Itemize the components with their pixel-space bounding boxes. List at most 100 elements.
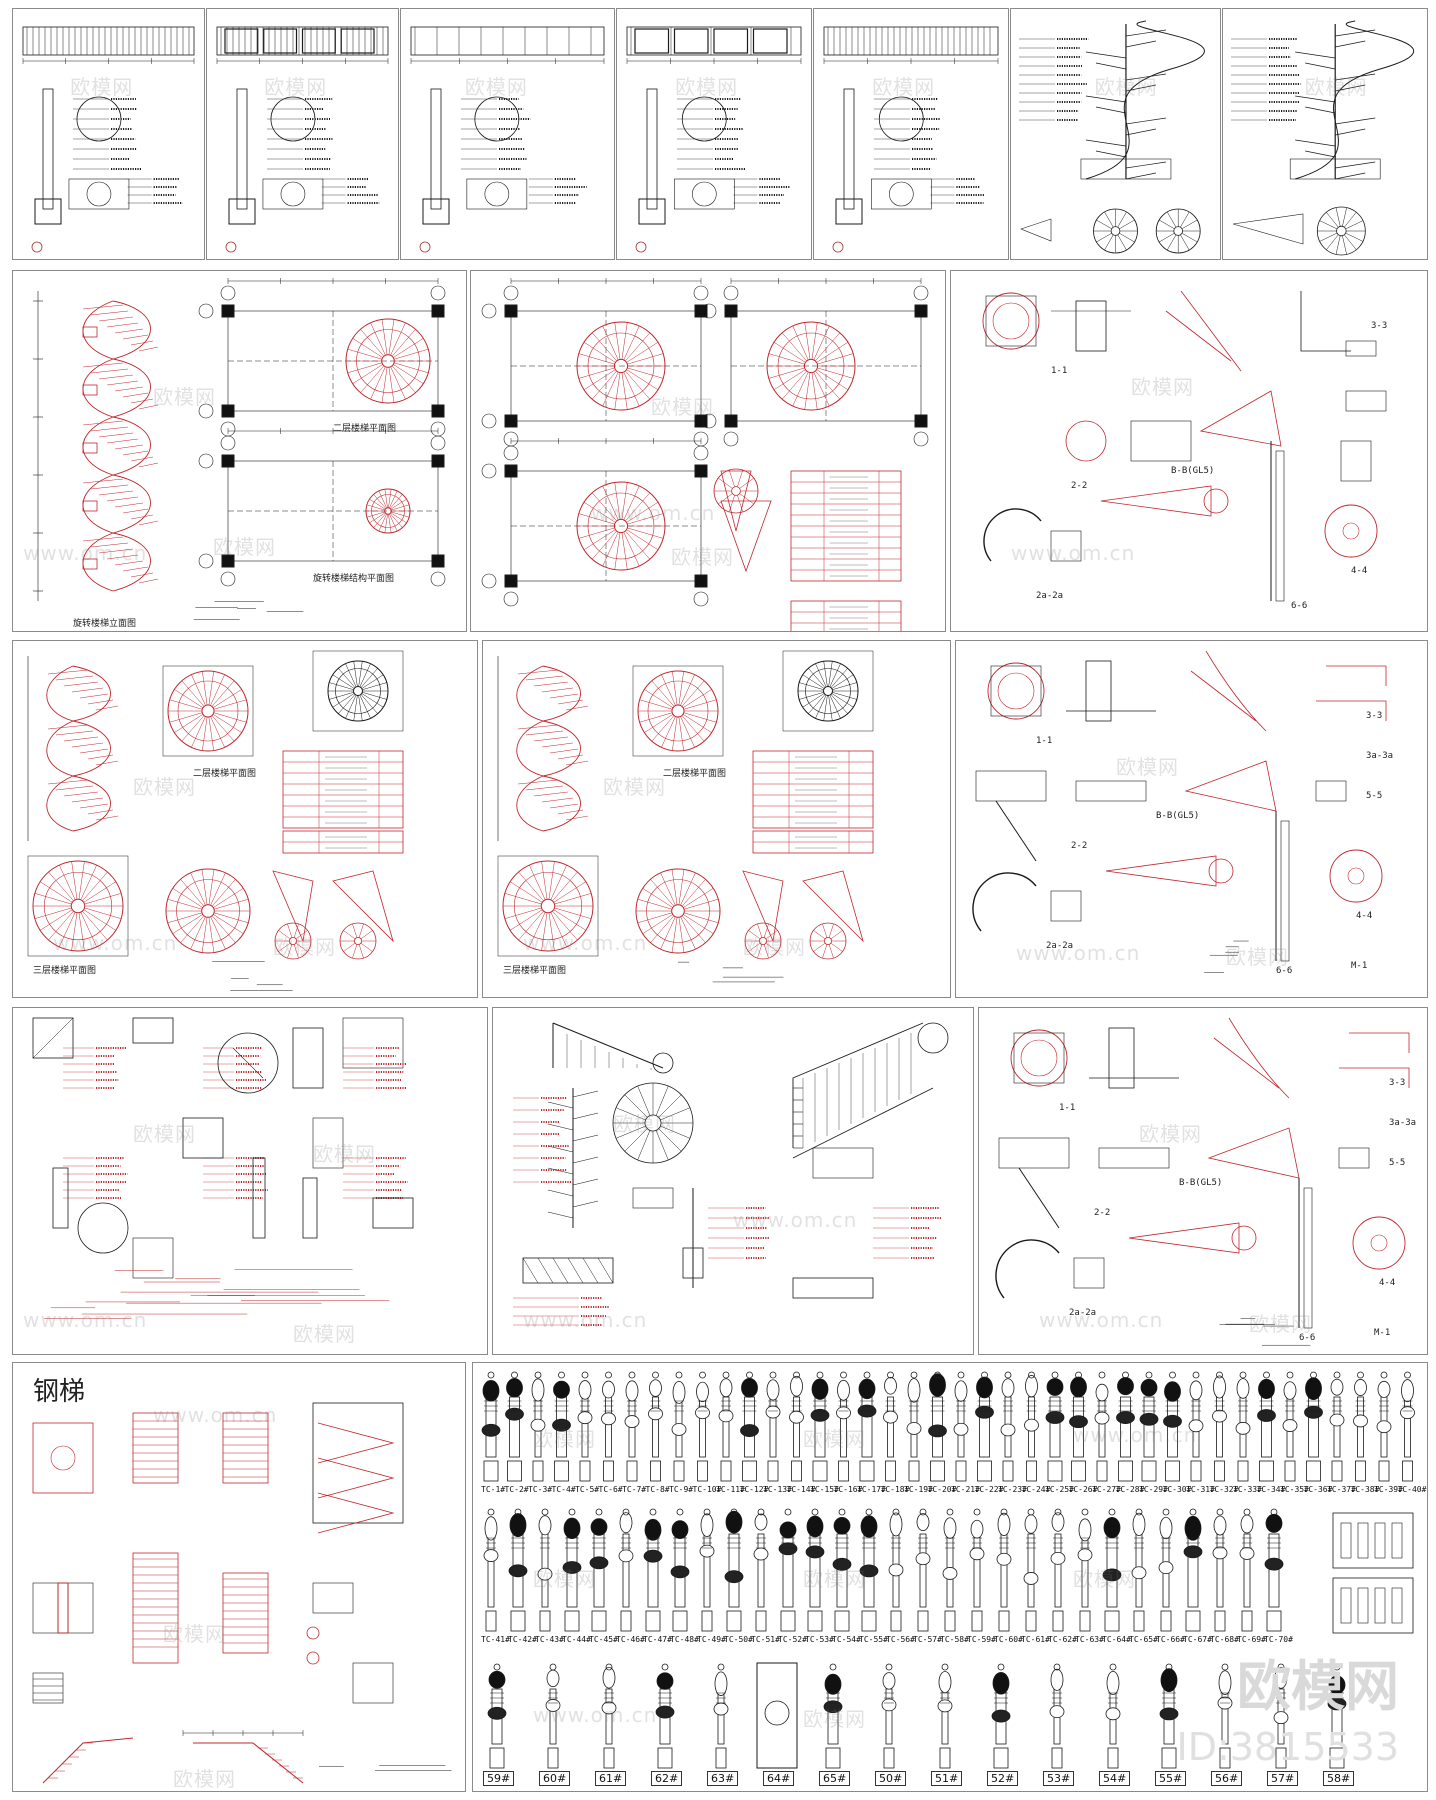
baluster-label: TC-69# bbox=[1237, 1635, 1266, 1644]
baluster-number: 55# bbox=[1155, 1771, 1187, 1786]
cad-drawing bbox=[32, 1402, 452, 1784]
baluster-label: TC-36# bbox=[1303, 1485, 1333, 1494]
baluster-label: TC-41# bbox=[481, 1635, 510, 1644]
drawing-label: 2-2 bbox=[1071, 481, 1088, 491]
baluster-label: TC-64# bbox=[1102, 1635, 1131, 1644]
baluster-label: TC-22# bbox=[974, 1485, 1004, 1494]
baluster-label: TC-34# bbox=[1256, 1485, 1286, 1494]
drawing-label: B-B(GL5) bbox=[1179, 1178, 1223, 1188]
drawing-label: 旋转楼梯结构平面图 bbox=[313, 574, 395, 584]
baluster-label: TC-3# bbox=[528, 1485, 553, 1494]
drawing-label: 二层楼梯平面图 bbox=[333, 424, 397, 434]
baluster-label: TC-6# bbox=[598, 1485, 623, 1494]
baluster-label: TC-56# bbox=[886, 1635, 915, 1644]
cad-drawing bbox=[497, 650, 874, 983]
baluster-number: 60# bbox=[539, 1771, 571, 1786]
cad-drawing bbox=[410, 26, 605, 253]
drawing-label: 旋转楼梯立面图 bbox=[73, 619, 137, 629]
drawing-label: 6-6 bbox=[1291, 601, 1308, 611]
baluster-label: TC-29# bbox=[1139, 1485, 1168, 1494]
baluster-number: 59# bbox=[483, 1771, 515, 1786]
baluster-label: TC-55# bbox=[859, 1635, 888, 1644]
baluster-label: TC-59# bbox=[967, 1635, 996, 1644]
baluster-label: TC-62# bbox=[1048, 1635, 1077, 1644]
baluster-label: TC-67# bbox=[1183, 1635, 1212, 1644]
baluster-label: TC-38# bbox=[1350, 1485, 1380, 1494]
baluster-label: TC-9# bbox=[669, 1485, 694, 1494]
baluster-label: TC-1# bbox=[481, 1485, 506, 1494]
baluster-label: TC-11# bbox=[716, 1485, 745, 1494]
baluster-label: TC-31# bbox=[1186, 1485, 1215, 1494]
baluster-label: TC-44# bbox=[562, 1635, 591, 1644]
drawing-label: M-1 bbox=[1351, 961, 1368, 971]
baluster-label: TC-66# bbox=[1156, 1635, 1185, 1644]
cad-drawing bbox=[27, 650, 404, 991]
cad-drawing bbox=[1231, 20, 1414, 256]
cad-drawing bbox=[982, 290, 1387, 602]
baluster-label: TC-32# bbox=[1209, 1485, 1239, 1494]
drawing-label: B-B(GL5) bbox=[1156, 811, 1200, 821]
sheet-balusters[interactable]: 欧模网 ID:3815533 TC-1#TC-2#TC-3#TC-4#TC-5#… bbox=[472, 1362, 1428, 1792]
baluster-label: TC-51# bbox=[751, 1635, 780, 1644]
baluster-label: TC-14# bbox=[786, 1485, 816, 1494]
baluster-label: TC-63# bbox=[1075, 1635, 1104, 1644]
baluster-label: TC-20# bbox=[927, 1485, 957, 1494]
baluster-number: 50# bbox=[875, 1771, 907, 1786]
baluster-label: TC-8# bbox=[645, 1485, 670, 1494]
drawing-label: 3-3 bbox=[1389, 1078, 1406, 1088]
baluster-label: TC-12# bbox=[739, 1485, 769, 1494]
cad-drawing bbox=[481, 1371, 1415, 1769]
baluster-label: TC-4# bbox=[551, 1485, 576, 1494]
drawing-label: 二层楼梯平面图 bbox=[193, 769, 257, 779]
cad-drawing bbox=[972, 650, 1387, 973]
cad-drawing bbox=[481, 278, 929, 631]
drawing-label: 1-1 bbox=[1059, 1103, 1076, 1113]
baluster-label: TC-46# bbox=[616, 1635, 645, 1644]
baluster-label: TC-57# bbox=[913, 1635, 942, 1644]
baluster-label: TC-10# bbox=[692, 1485, 722, 1494]
baluster-label: TC-52# bbox=[778, 1635, 807, 1644]
sheet-railing-5[interactable]: 欧模网 bbox=[813, 8, 1009, 260]
baluster-label: TC-24# bbox=[1021, 1485, 1051, 1494]
sheet-spiral-1[interactable]: 欧模网 bbox=[1010, 8, 1221, 260]
sheet-railing-3[interactable]: 欧模网 bbox=[400, 8, 615, 260]
baluster-label: TC-15# bbox=[810, 1485, 839, 1494]
baluster-number: 53# bbox=[1043, 1771, 1075, 1786]
baluster-label: TC-30# bbox=[1162, 1485, 1192, 1494]
baluster-label: TC-54# bbox=[832, 1635, 861, 1644]
baluster-label: TC-45# bbox=[589, 1635, 618, 1644]
baluster-label: TC-16# bbox=[833, 1485, 863, 1494]
drawing-label: 2-2 bbox=[1094, 1208, 1111, 1218]
baluster-label: TC-43# bbox=[535, 1635, 564, 1644]
baluster-number: 56# bbox=[1211, 1771, 1243, 1786]
drawing-label: 2a-2a bbox=[1036, 591, 1064, 601]
baluster-number: 57# bbox=[1267, 1771, 1299, 1786]
sheet-spiral-2[interactable]: 欧模网 bbox=[1222, 8, 1428, 260]
baluster-label: TC-49# bbox=[697, 1635, 726, 1644]
baluster-number: 65# bbox=[819, 1771, 851, 1786]
drawing-label: 2a-2a bbox=[1046, 941, 1074, 951]
baluster-label: TC-65# bbox=[1129, 1635, 1158, 1644]
sheet-railing-1[interactable]: 欧模网 bbox=[12, 8, 205, 260]
baluster-label: TC-17# bbox=[857, 1485, 886, 1494]
steel-stair-title: 钢梯 bbox=[33, 1377, 86, 1407]
drawing-label: 3-3 bbox=[1371, 321, 1388, 331]
sheet-railing-2[interactable]: 欧模网 bbox=[206, 8, 399, 260]
baluster-number: 52# bbox=[987, 1771, 1019, 1786]
baluster-label: TC-23# bbox=[998, 1485, 1027, 1494]
baluster-label: TC-5# bbox=[575, 1485, 600, 1494]
brand-mark: 欧模网 bbox=[1237, 1655, 1399, 1718]
drawing-label: 6-6 bbox=[1276, 966, 1293, 976]
sheet-railing-4[interactable]: 欧模网 bbox=[616, 8, 812, 260]
baluster-label: TC-25# bbox=[1045, 1485, 1074, 1494]
